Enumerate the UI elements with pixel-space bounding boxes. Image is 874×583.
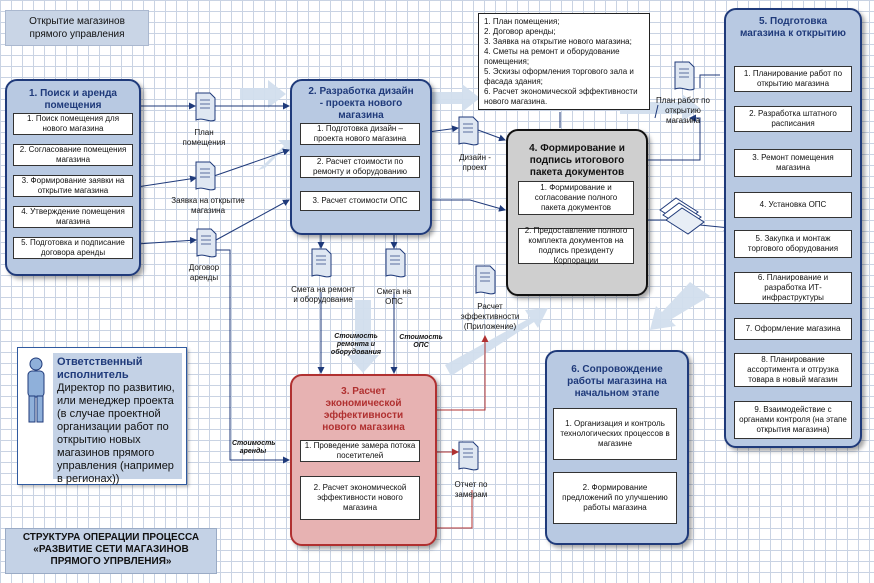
process-4-doc-package: 4. Формирование и подпись итогового паке… <box>506 129 648 296</box>
p5-step-7: 7. Оформление магазина <box>734 318 852 340</box>
person-icon <box>27 357 45 423</box>
footer-title: СТРУКТУРА ОПЕРАЦИИ ПРОЦЕССА «РАЗВИТИЕ СЕ… <box>22 532 200 567</box>
doc-label-smeta-ops: Смета на ОПС <box>376 287 412 306</box>
package-item-5: 5. Эскизы оформления торгового зала и фа… <box>484 67 634 86</box>
process-2-design-project: 2. Разработка дизайн - проекта нового ма… <box>290 79 432 235</box>
responsible-box: Ответственный исполнитель Директор по ра… <box>17 347 187 485</box>
doc-icon-plan <box>195 92 216 122</box>
process-1-search-rent: 1. Поиск и аренда помещения 1. Поиск пом… <box>5 79 141 276</box>
package-item-3: 3. Заявка на открытие нового магазина; <box>484 37 632 46</box>
doc-label-otchet: Отчет по замерам <box>454 480 488 499</box>
doc-label-raschet: Расчет эффективности (Приложение) <box>460 302 520 331</box>
doc-label-plan: План помещения <box>182 128 226 147</box>
flow-label-stoim-arendy: Стоимость аренды <box>232 440 276 455</box>
doc-label-plan-rabot: План работ по открытию магазина <box>656 96 710 125</box>
process-6-title: 6. Сопровождение работы магазина на нача… <box>567 364 667 399</box>
p5-step-6: 6. Планирование и разработка ИТ-инфрастр… <box>734 272 852 304</box>
p5-step-1: 1. Планирование работ по открытию магази… <box>734 66 852 92</box>
p5-step-2: 2. Разработка штатного расписания <box>734 106 852 132</box>
doc-icon-design <box>458 116 479 146</box>
doc-label-zayavka: Заявка на открытие магазина <box>171 196 245 215</box>
p2-step-2: 2. Расчет стоимости по ремонту и оборудо… <box>300 156 420 178</box>
responsible-text: Директор по развитию, или менеджер проек… <box>57 382 175 485</box>
process-5-preparation: 5. Подготовка магазина к открытию 1. Пла… <box>724 8 862 448</box>
p3-step-2: 2. Расчет экономической эффективности но… <box>300 476 420 520</box>
doc-icon-dogovor <box>196 228 217 258</box>
doc-label-smeta-remont: Смета на ремонт и оборудование <box>291 285 355 304</box>
page-title-box: Открытие магазинов прямого управления <box>5 10 149 46</box>
p5-step-4: 4. Установка ОПС <box>734 192 852 218</box>
process-3-efficiency: 3. Расчет экономической эффективности но… <box>290 374 437 546</box>
package-list-note: 1. План помещения; 2. Договор аренды; 3.… <box>478 13 650 110</box>
doc-icon-otchet <box>458 441 479 471</box>
p5-step-3: 3. Ремонт помещения магазина <box>734 149 852 177</box>
package-item-2: 2. Договор аренды; <box>484 27 556 36</box>
process-3-title: 3. Расчет экономической эффективности но… <box>322 386 405 433</box>
p5-step-8: 8. Планирование ассортимента и отгрузка … <box>734 353 852 387</box>
p5-step-9: 9. Взаимодействие с органами контроля (н… <box>734 401 852 439</box>
process-4-title: 4. Формирование и подпись итогового паке… <box>529 143 625 178</box>
doc-stack-icon <box>659 197 705 235</box>
flow-label-stoim-ops: Стоимость ОПС <box>399 334 443 349</box>
flow-arrows <box>240 80 710 376</box>
flow-label-stoim-remont: Стоимость ремонта и оборудования <box>330 333 382 356</box>
package-item-6: 6. Расчет экономической эффективности но… <box>484 87 638 106</box>
p4-step-1: 1. Формирование и согласование полного п… <box>518 181 634 215</box>
doc-label-design: Дизайн - проект <box>459 153 491 172</box>
p4-step-2: 2. Предоставление полного комплекта доку… <box>518 226 634 265</box>
package-item-1: 1. План помещения; <box>484 17 560 26</box>
p3-step-1: 1. Проведение замера потока посетителей <box>300 440 420 462</box>
p1-step-2: 2. Согласование помещения магазина <box>13 144 133 166</box>
p1-step-1: 1. Поиск помещения для нового магазина <box>13 113 133 135</box>
package-item-4: 4. Сметы на ремонт и оборудование помеще… <box>484 47 620 66</box>
p1-step-5: 5. Подготовка и подписание договора арен… <box>13 237 133 259</box>
page-title: Открытие магазинов прямого управления <box>29 16 125 40</box>
p2-step-1: 1. Подготовка дизайн – проекта нового ма… <box>300 123 420 145</box>
p1-step-4: 4. Утверждение помещения магазина <box>13 206 133 228</box>
p5-step-5: 5. Закупка и монтаж торгового оборудован… <box>734 230 852 258</box>
doc-icon-smeta-remont <box>311 248 332 278</box>
process-2-title: 2. Разработка дизайн - проекта нового ма… <box>308 86 414 121</box>
responsible-content: Ответственный исполнитель Директор по ра… <box>53 353 182 485</box>
process-6-support: 6. Сопровождение работы магазина на нача… <box>545 350 689 545</box>
responsible-title: Ответственный исполнитель <box>57 356 143 381</box>
process-5-title: 5. Подготовка магазина к открытию <box>740 16 846 39</box>
doc-icon-raschet <box>475 265 496 295</box>
doc-icon-plan-rabot <box>674 61 695 91</box>
process-1-title: 1. Поиск и аренда помещения <box>28 88 117 111</box>
p1-step-3: 3. Формирование заявки на открытие магаз… <box>13 175 133 197</box>
footer-title-box: СТРУКТУРА ОПЕРАЦИИ ПРОЦЕССА «РАЗВИТИЕ СЕ… <box>5 528 217 574</box>
p6-step-1: 1. Организация и контроль технологически… <box>553 408 677 460</box>
doc-icon-smeta-ops <box>385 248 406 278</box>
p2-step-3: 3. Расчет стоимости ОПС <box>300 191 420 211</box>
doc-icon-zayavka <box>195 161 216 191</box>
p6-step-2: 2. Формирование предложений по улучшению… <box>553 472 677 524</box>
doc-label-dogovor: Договор аренды <box>188 263 220 282</box>
